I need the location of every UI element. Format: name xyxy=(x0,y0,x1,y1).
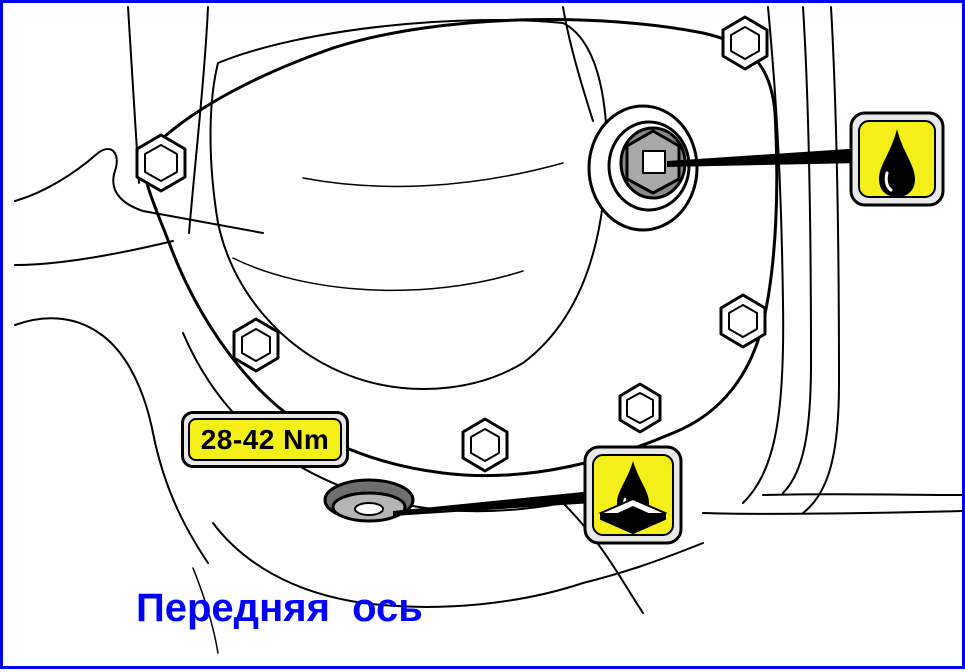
body-outline xyxy=(14,6,964,564)
fill-plug xyxy=(587,104,699,232)
cover-bulge xyxy=(209,18,608,391)
torque-spec-badge: 28-42 Nm xyxy=(181,411,349,468)
fill-leader-line xyxy=(667,148,863,167)
front-axle-drawing xyxy=(14,6,964,654)
drain-leader-line xyxy=(393,491,593,516)
cover-bolts xyxy=(135,15,769,473)
oil-pan-drop-icon xyxy=(583,445,683,545)
diagram-caption: Передняя ось xyxy=(136,586,423,630)
cover-flange xyxy=(141,18,779,478)
torque-spec-label: 28-42 Nm xyxy=(188,418,342,461)
oil-drop-icon xyxy=(849,111,945,207)
drain-plug xyxy=(323,478,415,523)
